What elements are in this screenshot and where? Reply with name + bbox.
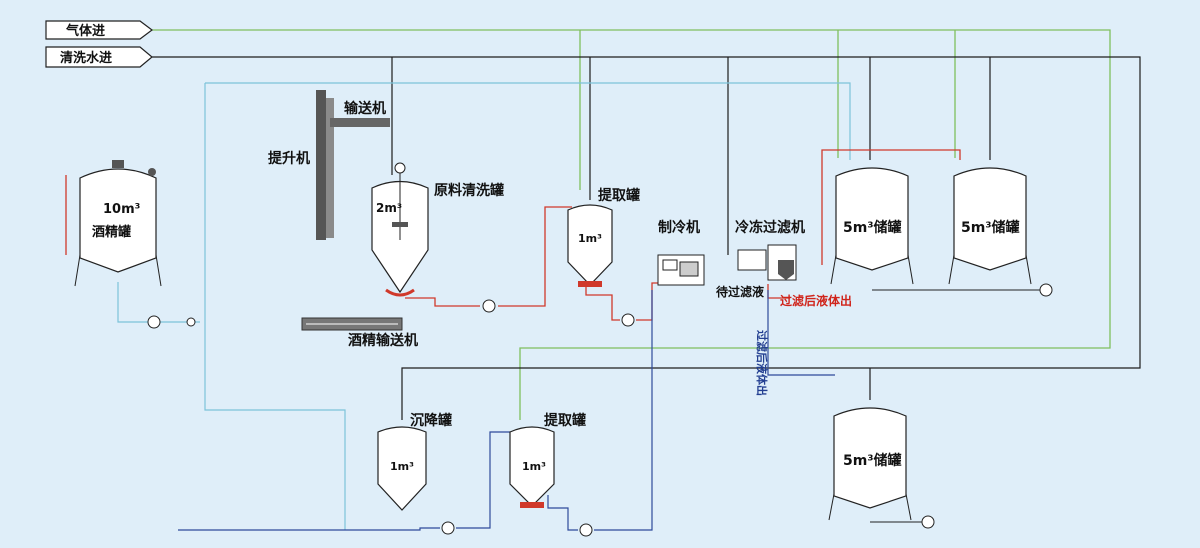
pump-icon — [579, 523, 593, 537]
storage-tank-1: 5m³储罐 — [830, 167, 914, 285]
extract-tank-top: 1m³ 提取罐 — [567, 187, 640, 287]
raw-tank-volume: 2m³ — [376, 201, 402, 215]
product-line — [65, 149, 961, 321]
alcohol-conveyor-label: 酒精输送机 — [348, 332, 418, 349]
settling-tank-volume: 1m³ — [390, 460, 414, 473]
pump-icon — [621, 313, 635, 327]
pump-icon — [921, 515, 935, 529]
storage-tank-1-label: 5m³储罐 — [843, 219, 901, 236]
settling-tank: 1m³ 沉降罐 — [377, 412, 452, 511]
wash-water-line — [152, 56, 1141, 420]
raw-wash-tank: 2m³ 原料清洗罐 — [371, 162, 504, 297]
recycle-line — [117, 82, 851, 530]
navy-line — [178, 290, 835, 531]
wash-water-inlet-arrow: 清洗水进 — [45, 46, 153, 68]
storage-tank-2: 5m³储罐 — [948, 167, 1032, 285]
elevator-label: 提升机 — [268, 150, 310, 167]
alcohol-tank-name: 酒精罐 — [92, 224, 131, 240]
alcohol-tank-volume: 10m³ — [103, 202, 140, 217]
elevator: 提升机 输送机 — [268, 90, 390, 240]
conveyor-label: 输送机 — [344, 100, 386, 117]
gas-inlet-label: 气体进 — [66, 23, 105, 39]
raw-wash-tank-label: 原料清洗罐 — [434, 182, 504, 199]
extract-tank-bottom-volume: 1m³ — [522, 460, 546, 473]
pump-icon — [147, 315, 196, 329]
chiller: 制冷机 — [657, 219, 705, 286]
wash-water-inlet-label: 清洗水进 — [60, 50, 112, 66]
alcohol-tank: 10m³ 酒精罐 — [74, 160, 162, 287]
gas-inlet-arrow: 气体进 — [45, 20, 153, 40]
filtered-out-blue-label: 过滤后液体出 — [755, 330, 769, 396]
alcohol-conveyor: 酒精输送机 — [301, 317, 418, 349]
storage-tank-3: 5m³储罐 — [828, 407, 912, 521]
storage-tank-2-label: 5m³储罐 — [961, 219, 1019, 236]
settling-tank-label: 沉降罐 — [410, 412, 452, 429]
extract-tank-top-label: 提取罐 — [598, 187, 640, 204]
extract-tank-bottom-label: 提取罐 — [544, 412, 586, 429]
extract-tank-bottom: 1m³ 提取罐 — [509, 412, 586, 508]
pump-icon — [482, 299, 496, 313]
freeze-filter: 冷冻过滤机 — [735, 219, 805, 281]
pump-icon — [1039, 283, 1053, 297]
to-filter-liquid-label: 待过滤液 — [716, 284, 764, 299]
storage-tank-3-label: 5m³储罐 — [843, 452, 901, 469]
chiller-label: 制冷机 — [658, 219, 700, 236]
extract-tank-top-volume: 1m³ — [578, 232, 602, 245]
filtered-out-red-label: 过滤后液体出 — [780, 293, 852, 308]
pump-icon — [441, 521, 455, 535]
freeze-filter-label: 冷冻过滤机 — [735, 219, 805, 236]
